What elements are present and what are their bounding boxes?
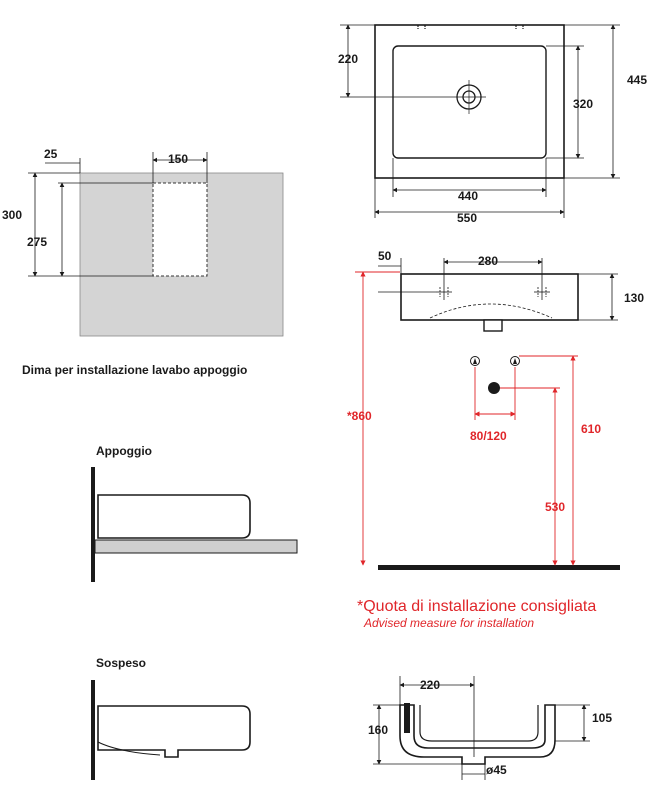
- top-outer-width-dim: 550: [457, 211, 477, 225]
- install-note-english: Advised measure for installation: [363, 616, 534, 630]
- front-view: 50 280 130: [378, 249, 644, 332]
- wall: [91, 467, 95, 582]
- supply-spacing-dim: 80/120: [470, 429, 507, 443]
- template-cutout: [152, 182, 208, 277]
- bowl-outline: [392, 45, 547, 159]
- underside-curve: [97, 741, 161, 756]
- section-view: 220 160 105 ø45: [368, 676, 612, 780]
- floor-line: [378, 565, 620, 570]
- top-inner-depth-dim: 220: [338, 52, 358, 66]
- template-cut-height-dim: 275: [27, 235, 47, 249]
- supply-valve-right: [510, 356, 520, 366]
- countertop-side-view: Appoggio: [91, 444, 298, 582]
- basin-front-outline: [400, 273, 579, 321]
- basin-side-profile: [97, 494, 251, 539]
- countertop-label: Appoggio: [96, 444, 152, 458]
- drain-spigot: [483, 319, 503, 332]
- tap-hole-left: [436, 284, 452, 300]
- section-inner-profile: [419, 705, 539, 742]
- supply-height-dim: 610: [581, 422, 601, 436]
- wall-hung-label: Sospeso: [96, 656, 146, 670]
- mounting-template: 25 150 300 275 Dima per installazione la…: [2, 147, 284, 377]
- section-outer-profile: [399, 704, 556, 765]
- top-outer-depth-dim: 445: [627, 73, 647, 87]
- countertop-shelf: [94, 539, 298, 554]
- drain-outlet: [488, 382, 500, 394]
- drain-height-dim: 530: [545, 500, 565, 514]
- section-depth-dim: 105: [592, 711, 612, 725]
- section-height-dim: 160: [368, 723, 388, 737]
- installation-heights: *860 80/120 610 530: [347, 271, 620, 570]
- top-view: 220 445 320 440 550: [338, 24, 647, 225]
- front-tap-spacing-dim: 280: [478, 254, 498, 268]
- tap-hole-right: [534, 284, 550, 300]
- section-width-dim: 220: [420, 678, 440, 692]
- front-height-dim: 130: [624, 291, 644, 305]
- wall-hung-side-view: Sospeso: [91, 656, 251, 780]
- top-bowl-width-dim: 440: [458, 189, 478, 203]
- install-note-italian: *Quota di installazione consigliata: [357, 598, 596, 615]
- template-cut-width-dim: 150: [168, 152, 188, 166]
- template-caption: Dima per installazione lavabo appoggio: [22, 363, 247, 377]
- template-height-dim: 300: [2, 208, 22, 222]
- front-tap-offset-dim: 50: [378, 249, 392, 263]
- recommended-height-dim: *860: [347, 409, 372, 423]
- section-wall-cap: [404, 703, 410, 733]
- template-offset-dim: 25: [44, 147, 58, 161]
- basin-side-profile: [97, 705, 251, 758]
- bowl-bottom-curve: [429, 303, 553, 319]
- section-drain-diameter-dim: ø45: [486, 763, 507, 777]
- supply-valve-left: [470, 356, 480, 366]
- wall: [91, 680, 95, 780]
- top-bowl-depth-dim: 320: [573, 97, 593, 111]
